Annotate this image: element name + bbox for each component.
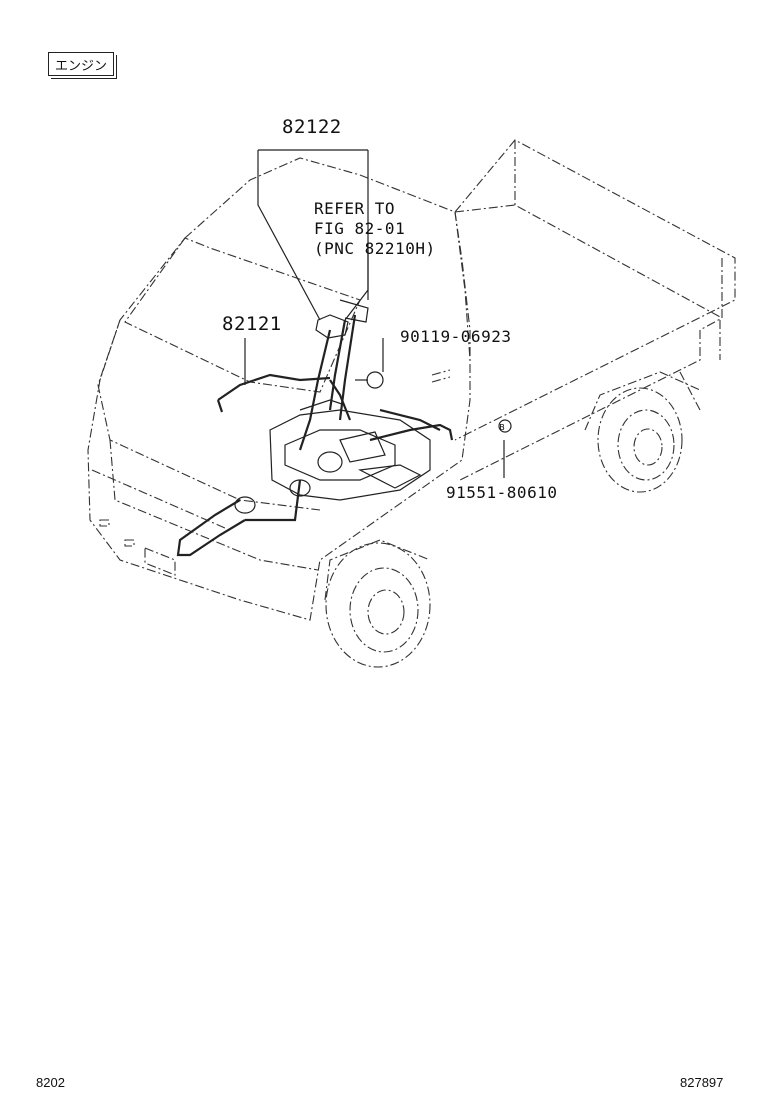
callout-91551-80610: 91551-80610 bbox=[446, 483, 558, 502]
wire-harness-82121 bbox=[176, 314, 454, 557]
callout-82121: 82121 bbox=[222, 313, 282, 335]
refer-line-2: FIG 82-01 bbox=[314, 219, 406, 238]
callout-82122: 82122 bbox=[282, 116, 342, 138]
callout-90119-06923: 90119-06923 bbox=[400, 327, 512, 346]
rear-wheel bbox=[584, 371, 701, 493]
refer-line-1: REFER TO bbox=[314, 199, 396, 218]
refer-line-3: (PNC 82210H) bbox=[314, 239, 436, 258]
cargo-bed bbox=[454, 139, 736, 481]
section-tag-label: エンジン bbox=[54, 58, 107, 74]
truck-cab bbox=[87, 157, 471, 621]
footer-left-code: 8202 bbox=[36, 1075, 65, 1090]
marker-b: B bbox=[499, 423, 505, 432]
front-wheel bbox=[324, 539, 431, 668]
footer-right-code: 827897 bbox=[680, 1075, 724, 1090]
leader-lines bbox=[244, 149, 512, 478]
engine-assembly bbox=[269, 299, 431, 501]
